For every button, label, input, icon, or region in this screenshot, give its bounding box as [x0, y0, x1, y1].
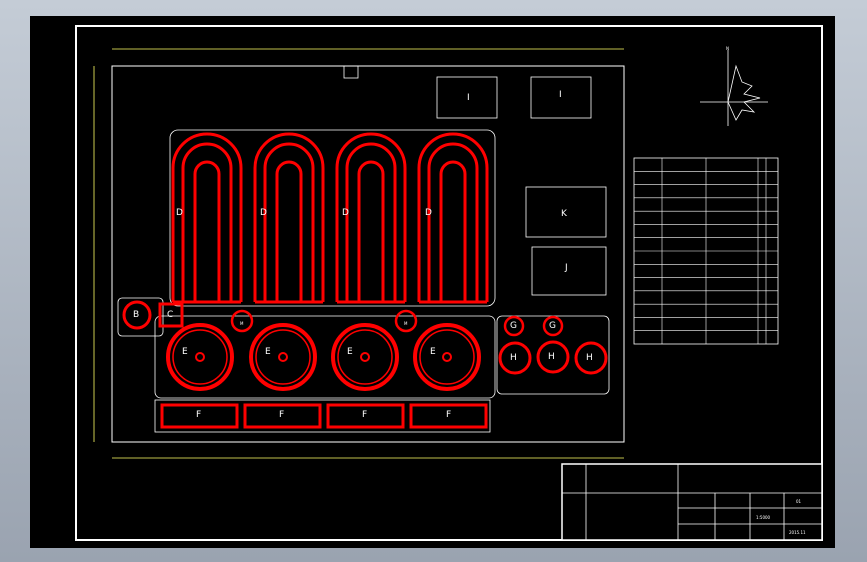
- drawing-background: [30, 16, 835, 548]
- tank-e-3[interactable]: [331, 323, 399, 391]
- unit-m-circle-2[interactable]: [394, 309, 418, 333]
- pond-d-3[interactable]: [335, 132, 407, 304]
- filter-f-4[interactable]: [409, 403, 488, 429]
- label-g-1: G: [510, 321, 517, 331]
- unit-h-circle-1[interactable]: [498, 341, 532, 375]
- unit-g-circle-1[interactable]: [503, 315, 525, 337]
- tank-e-1[interactable]: [166, 323, 234, 391]
- circular-tanks: [166, 323, 481, 391]
- label-d-3: D: [342, 208, 349, 218]
- north-arrow-compass: [700, 50, 768, 126]
- unit-h-circle-2[interactable]: [536, 340, 570, 374]
- drawing-border: [75, 25, 823, 541]
- label-f-1: F: [196, 410, 202, 420]
- building-i-1[interactable]: [436, 76, 498, 119]
- pond-d-2[interactable]: [253, 132, 325, 304]
- title-block: [561, 463, 823, 541]
- filter-f-2[interactable]: [243, 403, 322, 429]
- gate-structure: [343, 65, 359, 79]
- label-d-1: D: [176, 208, 183, 218]
- label-d-2: D: [260, 208, 267, 218]
- building-j[interactable]: [531, 246, 607, 296]
- label-e-4: E: [430, 347, 436, 357]
- building-i-2[interactable]: [530, 76, 592, 119]
- pond-zone-outline: [169, 129, 496, 307]
- filter-beds: [160, 403, 488, 429]
- label-c: C: [167, 310, 174, 320]
- filter-f-1[interactable]: [160, 403, 239, 429]
- label-f-2: F: [279, 410, 285, 420]
- label-d-4: D: [425, 208, 432, 218]
- pond-d-1[interactable]: [171, 132, 243, 304]
- tank-e-4[interactable]: [413, 323, 481, 391]
- unit-b-circle[interactable]: [122, 300, 152, 330]
- label-b: B: [133, 310, 140, 320]
- pond-d-4[interactable]: [417, 132, 489, 304]
- unit-m-circle-1[interactable]: [230, 309, 254, 333]
- unit-g-circle-2[interactable]: [542, 315, 564, 337]
- title-scale-value: 1:5000: [756, 515, 771, 520]
- title-sheet-value: 01: [796, 499, 802, 504]
- label-i-2: I: [559, 90, 562, 100]
- label-f-4: F: [446, 410, 452, 420]
- tank-e-2[interactable]: [249, 323, 317, 391]
- title-date-value: 2015.11: [789, 530, 806, 535]
- unit-h-circle-3[interactable]: [574, 341, 608, 375]
- label-m-1: M: [240, 321, 244, 326]
- serpentine-ponds: [171, 132, 489, 304]
- equipment-schedule-table: [633, 157, 779, 345]
- unit-c-box[interactable]: [158, 302, 184, 328]
- label-m-2: M: [404, 321, 408, 326]
- label-e-1: E: [182, 347, 188, 357]
- label-i-1: I: [467, 93, 470, 103]
- label-f-3: F: [362, 410, 368, 420]
- label-e-3: E: [347, 347, 353, 357]
- label-g-2: G: [549, 321, 556, 331]
- site-boundary: [111, 65, 625, 443]
- label-k: K: [561, 209, 567, 219]
- pump-zone-outline: [117, 297, 164, 337]
- compass-north-label: N: [726, 46, 729, 51]
- filter-zone-outline: [154, 399, 491, 433]
- label-h-2: H: [548, 352, 555, 362]
- label-e-2: E: [265, 347, 271, 357]
- filter-f-3[interactable]: [326, 403, 405, 429]
- label-h-3: H: [586, 353, 593, 363]
- building-k[interactable]: [525, 186, 607, 238]
- label-h-1: H: [510, 353, 517, 363]
- label-j: J: [565, 263, 568, 273]
- tank-zone-outline: [154, 315, 496, 399]
